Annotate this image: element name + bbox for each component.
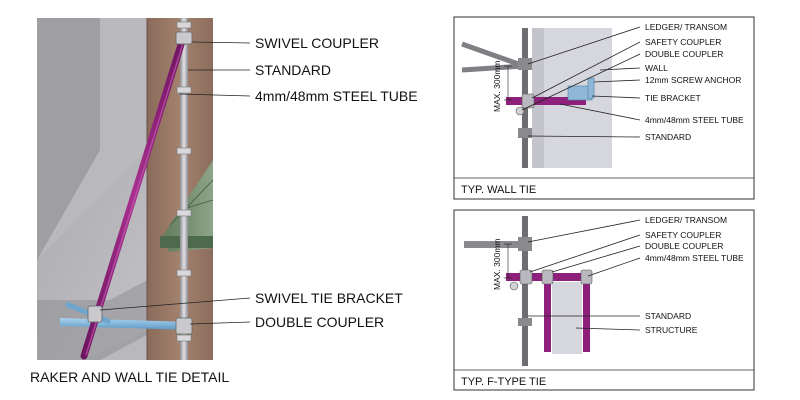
f-type-label-double-coupler: DOUBLE COUPLER [645,241,723,251]
wall-tie-leader-safety [531,41,641,99]
wall-tie-dimension: MAX. 300mm [492,61,502,113]
f-type-double-coupler-left [541,269,554,285]
wall-tie-title: TYP. WALL TIE [461,184,536,196]
standard-cups [176,21,192,342]
label-steel-tube: 4mm/48mm STEEL TUBE [255,88,418,104]
f-type-label-standard: STANDARD [645,311,691,321]
f-type-standard-cup [518,237,532,251]
wall-tie-leader-wall [599,67,641,71]
wall-tie-label-tie-bracket: TIE BRACKET [645,93,701,103]
label-swivel-coupler: SWIVEL COUPLER [255,35,379,51]
wall-tie-leader-bracket [591,95,641,99]
wall-tie-leader-tube [559,103,641,121]
f-type-double-coupler-right [580,269,593,285]
f-type-leader-structure [575,327,641,331]
wall-tie-anchor [587,77,595,99]
f-type-frame [453,209,755,391]
wall-tie-label-wall: WALL [645,63,668,73]
standard-cup [176,334,192,342]
f-type-leader-ledger [527,219,641,243]
swivel-coupler-top [175,31,193,45]
wall-tie-ledger-diagonal-1 [461,41,525,69]
wall-tie-ledger-diagonal-2 [461,63,525,73]
main-diagram-title: RAKER AND WALL TIE DETAIL [30,369,229,385]
f-type-title: TYP. F-TYPE TIE [461,376,546,388]
f-type-purple-leg-left [544,278,551,352]
concrete-wall-side [37,18,100,260]
wall-tie-double-coupler [515,106,525,116]
label-double-coupler: DOUBLE COUPLER [255,314,384,330]
wall-tie-standard-cup [518,128,532,138]
leader-swivel-tie-bracket [99,297,251,311]
wall-tie-leader-anchor [593,79,641,83]
standard-cup [176,147,192,155]
label-swivel-tie-bracket: SWIVEL TIE BRACKET [255,290,403,306]
wall-tie-label-ledger: LEDGER/ TRANSOM [645,22,727,32]
standard-cup [176,86,192,94]
f-type-purple-leg-right [583,278,590,352]
wall-tie-detail: MAX. 300mm LEDGER/ TRANSOM SAFETY COUPLE… [453,16,755,200]
raker-tube [80,34,187,360]
f-type-leader-double [551,245,641,273]
standard-cup [176,209,192,217]
f-type-standard-cup [518,318,532,326]
leader-double-coupler [189,321,251,325]
f-type-label-steel-tube: 4mm/48mm STEEL TUBE [645,253,744,263]
f-type-label-ledger: LEDGER/ TRANSOM [645,215,727,225]
f-type-standard [522,216,528,366]
f-type-detail: MAX. 300mm LEDGER/ TRANSOM SAFETY COUPLE… [453,209,755,391]
double-coupler [175,317,193,335]
swivel-tie-bracket [87,305,103,323]
f-type-leader-tube [587,257,641,277]
f-type-safety-coupler [519,269,533,285]
leader-swivel-coupler [191,41,251,44]
wall-tie-standard-cup [518,58,532,70]
standard-cup [176,269,192,277]
wall-tie-leader-standard [527,135,641,138]
wall-tie-label-steel-tube: 4mm/48mm STEEL TUBE [645,115,744,125]
main-diagram: SWIVEL COUPLER STANDARD 4mm/48mm STEEL T… [30,18,418,385]
wall-tie-label-safety-coupler: SAFETY COUPLER [645,37,721,47]
leader-steel-tube [179,93,251,97]
wall-tie-safety-coupler [521,93,535,109]
f-type-swivel [509,281,519,291]
wall-tie-leader-double [521,53,641,111]
label-standard: STANDARD [255,62,331,78]
wall-tie-purple-tube [506,97,586,105]
raker-tube-highlight [85,39,185,356]
deck-plank-line-1 [169,179,214,226]
standard-cup [176,21,192,29]
f-type-ledger [464,241,526,248]
wall-tie-label-screw-anchor: 12mm SCREW ANCHOR [645,75,741,85]
f-type-label-safety-coupler: SAFETY COUPLER [645,230,721,240]
f-type-label-structure: STRUCTURE [645,325,698,335]
f-type-structure [552,282,582,354]
f-type-dimension: MAX. 300mm [492,239,502,291]
f-type-leader-safety [529,234,641,273]
wall-tie-label-standard: STANDARD [645,132,691,142]
standard-tube [180,18,188,360]
wall-tie-label-double-coupler: DOUBLE COUPLER [645,49,723,59]
wall-tie-leader-ledger [527,26,641,65]
